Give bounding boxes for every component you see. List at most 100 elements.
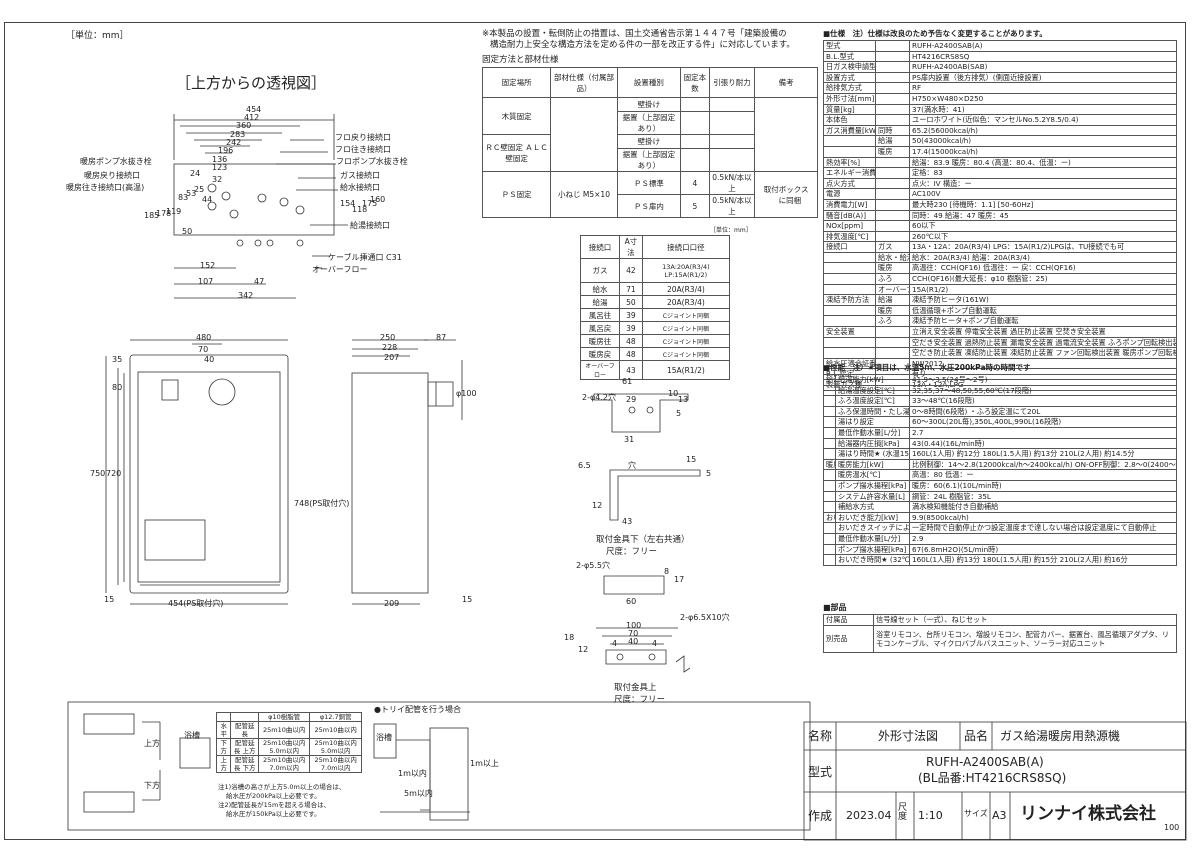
spec-value: 低温循環+ポンプ自動運転 [909, 304, 1177, 317]
conn-cell: 39 [619, 321, 643, 335]
pipe-note-1: 注1)浴槽の高さが上方5.0m以上の場合は、 [218, 783, 346, 791]
fixing-cell: 4 [679, 171, 710, 195]
spec-value: RUFH-A2400SAB(A) [909, 40, 1177, 52]
spec-row: ふろ温度設定[℃]33〜48℃(16段階) [823, 395, 1177, 407]
spec-label [823, 501, 836, 513]
spec-label: 湯はり設定 [835, 416, 910, 428]
title-model-value-2: (BL品番:HT4216CRS8SQ) [918, 771, 1067, 785]
bracket-upper-hole: 2-φ6.5X10穴 [680, 613, 730, 622]
fixing-title: 固定方法と部材仕様 [482, 55, 559, 65]
spec-label [823, 262, 876, 275]
conn-cell: 13A:20A(R3/4) LP:15A(R1/2) [641, 258, 731, 283]
conn-header: A寸法 [619, 235, 643, 259]
spec-label [823, 315, 876, 328]
spec-row: 暖房低温循環+ポンプ自動運転 [823, 304, 1177, 317]
conn-cell: Cジョイント同梱 [641, 347, 731, 361]
bracket-dim-10: 10 [668, 389, 679, 398]
fixing-cell: 壁掛け [616, 134, 681, 149]
spec-label [823, 395, 836, 407]
spec-label: ふろ温度設定[℃] [835, 395, 910, 407]
spec-value: 37(満水時：41) [909, 103, 1177, 116]
pipe-label-5m: 5m以内 [404, 789, 433, 798]
spec-label [823, 532, 836, 545]
dim-107: 107 [198, 277, 214, 286]
spec-label: 熱効率[%] [823, 156, 876, 169]
spec-label: 給水・給湯 [875, 251, 910, 264]
spec-label [875, 347, 910, 359]
title-size-value: A3 [992, 809, 1007, 822]
spec-row: 消費電力[W]最大時230 [待機時：1.1] [50-60Hz] [823, 198, 1177, 211]
spec-label [875, 209, 910, 222]
pipe-cell: 25m10曲以内 [257, 721, 311, 739]
spec-label [875, 71, 910, 84]
spec-row: 点火方式点火：IV 構造：ー [823, 177, 1177, 190]
dim-152: 152 [200, 261, 216, 270]
title-block-frame [803, 721, 1187, 841]
spec-label [823, 304, 876, 317]
spec-label: 給湯能力[kW] [835, 374, 910, 386]
label-furo-supply: フロ往き接続口 [335, 145, 391, 154]
side-dim-15: 15 [462, 595, 473, 604]
spec-label: エネルギー消費効率[%] [823, 167, 876, 179]
perf-table: 給湯給湯能力[kW]41.9〜3.5(24号〜2号)給湯温度設定[℃]32,35… [823, 374, 1177, 566]
side-dim-87: 87 [436, 333, 447, 342]
spec-label [875, 326, 910, 338]
spec-label [823, 448, 836, 460]
spec-label [823, 347, 876, 359]
spec-row: 本体色ユーロホワイト(近似色：マンセルNo.5.2Y8.5/0.4) [823, 114, 1177, 126]
spec-value: 高温往：CCH(QF16) 低温往：ー 戻：CCH(QF16) [909, 262, 1177, 275]
bracket-dim-4a: 4 [612, 639, 618, 648]
unit-label: ［単位：mm］ [66, 31, 129, 41]
spec-value: 同時：49 給湯：47 暖房：45 [909, 209, 1177, 222]
spec-label: 暖房 [823, 458, 836, 471]
dim-360: 360 [236, 121, 252, 130]
conn-cell: Cジョイント同梱 [641, 321, 731, 335]
pipe-label-1m-within: 1m以内 [398, 769, 427, 778]
spec-row: 排気温度[℃]260℃以下 [823, 230, 1177, 243]
bracket-dim-5: 5 [676, 409, 682, 418]
spec-label: 設置方式 [823, 71, 876, 84]
spec-label: 凍結予防方法 [823, 294, 876, 306]
label-water-supply: 給水接続口 [340, 183, 380, 192]
spec-label [823, 479, 836, 492]
spec-label [875, 336, 910, 349]
parts-value: 浴室リモコン、台所リモコン、増設リモコン、配管カバー、据置台、風呂循環アダプタ、… [873, 624, 1177, 653]
spec-value: 60以下 [909, 220, 1177, 232]
label-heating-pump-drain: 暖房ポンプ水抜き栓 [80, 157, 152, 166]
fixing-cell: 0.5kN/本以上 [708, 171, 756, 195]
spec-row: 給湯温度設定[℃]32,35,37〜48,50,55,60℃(17段階) [823, 384, 1177, 397]
spec-label [823, 469, 836, 481]
notice-line-2: 構造耐力上安全な構造方法を定める件の一部を改正する件」に対応しています。 [490, 40, 795, 50]
spec-label [875, 177, 910, 190]
title-date-value: 2023.04 [846, 809, 892, 822]
pipe-note-2: 給水圧が200kPa以上必要です。 [226, 792, 321, 800]
title-name-label: 名称 [808, 729, 833, 743]
bracket-dim-15: 15 [686, 455, 697, 464]
spec-row: 給水・給湯給水：20A(R3/4) 給湯：20A(R3/4) [823, 251, 1177, 264]
top-view-outline [173, 163, 335, 236]
spec-value: CCH(QF16)(最大延長：φ10 樹脂管：25) [909, 273, 1177, 285]
spec-value: 凍結予防ヒータ+ポンプ自動運転 [909, 315, 1177, 328]
spec-label [875, 61, 910, 73]
fixing-header: 引張り耐力 [708, 67, 756, 98]
spec-row: オーバーフロー15A(R1/2) [823, 283, 1177, 296]
spec-value: 空だき防止装置 凍結防止装置 凍結防止装置 ファン回転検出装置 暖房ポンプ回転検… [909, 347, 1177, 359]
dim-160: 160 [370, 195, 386, 204]
bracket-lower-front [593, 393, 689, 433]
side-view-body [351, 372, 429, 594]
spec-value: 260℃以下 [909, 230, 1177, 243]
parts-label: 別売品 [823, 624, 874, 653]
dim-47: 47 [254, 277, 265, 286]
pipe-note-4: 給水圧が150kPa以上必要です。 [226, 810, 321, 818]
bracket-dim-8: 8 [664, 567, 670, 576]
spec-label: 外形寸法[mm] [823, 92, 876, 105]
pipe-header [230, 712, 259, 722]
spec-row: おいだきスイッチによるおいだき一定時間で自動停止かつ設定温度まで達しない場合は設… [823, 522, 1177, 534]
dim-44: 44 [202, 195, 213, 204]
front-dim-70: 70 [198, 345, 209, 354]
